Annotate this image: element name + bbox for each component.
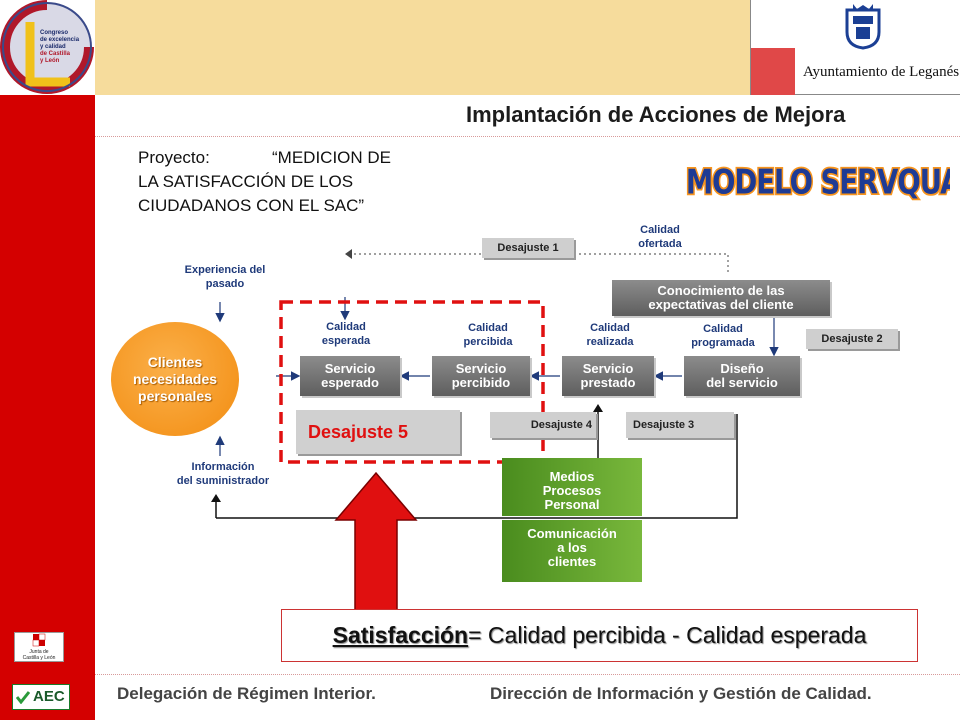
coat-of-arms-icon xyxy=(845,4,881,50)
desajuste-4-text: Desajuste 4 xyxy=(530,419,592,431)
clientes-line: Clientes xyxy=(147,353,203,370)
servicio-line: percibido xyxy=(451,375,511,390)
desajuste-2-text: Desajuste 2 xyxy=(821,333,883,345)
ayuntamiento-logo-panel: Ayuntamiento de Leganés xyxy=(750,0,960,95)
formula-term: Satisfacción xyxy=(332,622,469,648)
experiencia-line: Experiencia del xyxy=(184,264,266,276)
footer-divider xyxy=(95,674,960,675)
calidad-programada-label: Calidad programada xyxy=(676,322,770,350)
logo-line: y León xyxy=(40,58,60,64)
desajuste-1-tag: Desajuste 1 xyxy=(482,238,574,258)
servicio-prestado-box: Servicio prestado xyxy=(562,356,654,396)
footer-left-text: Delegación de Régimen Interior. xyxy=(117,684,376,703)
aec-check-icon xyxy=(16,691,30,704)
clientes-line: personales xyxy=(138,387,212,404)
calidad-line: Calidad xyxy=(703,323,743,335)
logo-line: y calidad xyxy=(40,44,66,50)
header-band xyxy=(95,0,750,95)
calidad-ofertada-label: Calidad ofertada xyxy=(620,223,700,251)
calidad-line: Calidad xyxy=(326,321,366,333)
calidad-esperada-label: Calidad esperada xyxy=(306,320,386,348)
logo-line: de Castilla xyxy=(40,51,71,57)
servicio-line: Servicio xyxy=(455,361,507,376)
page-title: Implantación de Acciones de Mejora xyxy=(466,102,846,127)
calidad-line: Calidad xyxy=(590,322,630,334)
aec-logo: AEC xyxy=(12,684,70,710)
experiencia-label: Experiencia del pasado xyxy=(160,263,290,291)
desajuste-2-tag: Desajuste 2 xyxy=(806,329,898,349)
comunicacion-line: a los xyxy=(557,540,587,555)
desajuste-4-tag: Desajuste 4 xyxy=(490,412,596,438)
desajuste-3-tag: Desajuste 3 xyxy=(626,412,734,438)
conocimiento-line: Conocimiento de las xyxy=(657,283,785,298)
model-title-text: MODELO SERVQUAL xyxy=(686,164,950,202)
footer-right-text: Dirección de Información y Gestión de Ca… xyxy=(490,684,872,703)
informacion-line: del suministrador xyxy=(176,475,270,487)
desajuste-1-text: Desajuste 1 xyxy=(497,242,559,254)
junta-shield-icon xyxy=(32,633,46,647)
servicio-line: esperado xyxy=(321,375,379,390)
conocimiento-box: Conocimiento de las expectativas del cli… xyxy=(612,280,830,316)
desajuste-3-text: Desajuste 3 xyxy=(633,419,695,431)
project-label: Proyecto: xyxy=(138,148,210,167)
satisfaction-formula-box: Satisfacción= Calidad percibida - Calida… xyxy=(281,609,918,662)
medios-line: Procesos xyxy=(542,483,602,498)
red-square xyxy=(751,48,795,95)
desajuste-5-box: Desajuste 5 xyxy=(296,410,460,454)
servicio-line: Servicio xyxy=(324,361,376,376)
calidad-line: esperada xyxy=(321,335,371,347)
junta-logo: Junta de Castilla y León xyxy=(14,632,64,662)
project-text: Proyecto: “MEDICION DE LA SATISFACCIÓN DE… xyxy=(138,146,391,218)
clientes-circle: Clientes necesidades personales xyxy=(111,322,239,436)
calidad-line: percibida xyxy=(463,336,513,348)
calidad-line: realizada xyxy=(586,336,634,348)
project-line: CIUDADANOS CON EL SAC” xyxy=(138,196,365,215)
model-title: MODELO SERVQUAL xyxy=(684,162,950,204)
servicio-esperado-box: Servicio esperado xyxy=(300,356,400,396)
experiencia-line: pasado xyxy=(205,278,245,290)
calidad-line: Calidad xyxy=(468,322,508,334)
conocimiento-line: expectativas del cliente xyxy=(648,297,794,312)
diseno-box: Diseño del servicio xyxy=(684,356,800,396)
white-square xyxy=(751,0,795,48)
calidad-line: Calidad xyxy=(640,224,680,236)
formula-rest: = Calidad percibida - Calidad esperada xyxy=(468,622,867,648)
servicio-line: prestado xyxy=(580,375,636,390)
comunicacion-line: clientes xyxy=(547,554,597,569)
calidad-realizada-label: Calidad realizada xyxy=(570,321,650,349)
left-sidebar-bar xyxy=(0,0,95,720)
ayuntamiento-name: Ayuntamiento de Leganés xyxy=(803,64,960,80)
congress-logo: Congreso de excelencia y calidad de Cast… xyxy=(0,0,95,95)
desajuste-5-text: Desajuste 5 xyxy=(308,422,409,442)
medios-box: Medios Procesos Personal xyxy=(502,458,642,516)
servicio-percibido-box: Servicio percibido xyxy=(432,356,530,396)
calidad-line: ofertada xyxy=(638,238,682,250)
calidad-percibida-label: Calidad percibida xyxy=(448,321,528,349)
logo-line: Congreso xyxy=(40,30,69,36)
title-divider xyxy=(95,136,960,137)
comunicacion-line: Comunicación xyxy=(527,526,617,541)
logo-line: de excelencia xyxy=(40,37,80,43)
informacion-label: Información del suministrador xyxy=(148,460,298,488)
medios-line: Personal xyxy=(544,497,600,512)
junta-line: Junta de xyxy=(29,649,49,655)
diseno-line: Diseño xyxy=(720,361,764,376)
aec-text: AEC xyxy=(33,688,65,705)
medios-line: Medios xyxy=(549,469,595,484)
project-line: “MEDICION DE xyxy=(272,148,391,167)
informacion-line: Información xyxy=(191,461,255,473)
project-line: LA SATISFACCIÓN DE LOS xyxy=(138,172,354,191)
clientes-line: necesidades xyxy=(132,370,218,387)
junta-line: Castilla y León xyxy=(22,655,56,661)
diseno-line: del servicio xyxy=(706,375,778,390)
comunicacion-box: Comunicación a los clientes xyxy=(502,520,642,582)
servicio-line: Servicio xyxy=(582,361,634,376)
calidad-line: programada xyxy=(691,337,755,349)
